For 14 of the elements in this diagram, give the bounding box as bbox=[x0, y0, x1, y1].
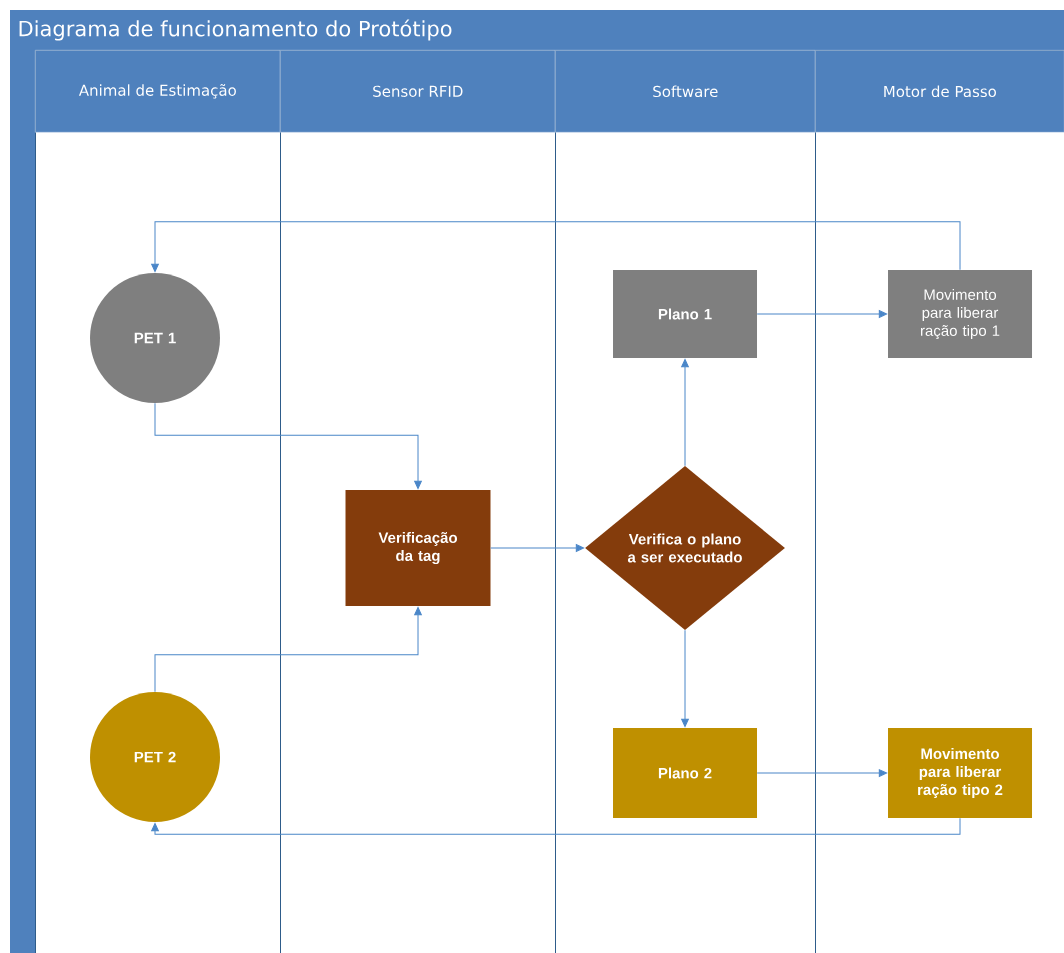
arrow bbox=[151, 817, 961, 835]
process-box: Plano 1 bbox=[613, 270, 757, 358]
arrow bbox=[154, 402, 422, 490]
arrow bbox=[490, 544, 585, 552]
arrow bbox=[756, 769, 888, 777]
arrow bbox=[756, 310, 888, 318]
process-box: Verificação da tag bbox=[345, 490, 491, 606]
process-box: Movimento para liberar ração tipo 2 bbox=[888, 728, 1032, 818]
arrow bbox=[151, 221, 961, 273]
process-box: Movimento para liberar ração tipo 1 bbox=[888, 270, 1032, 358]
arrow bbox=[681, 629, 689, 728]
arrow bbox=[681, 358, 689, 467]
arrow bbox=[154, 606, 422, 693]
process-box: Plano 2 bbox=[613, 728, 757, 818]
